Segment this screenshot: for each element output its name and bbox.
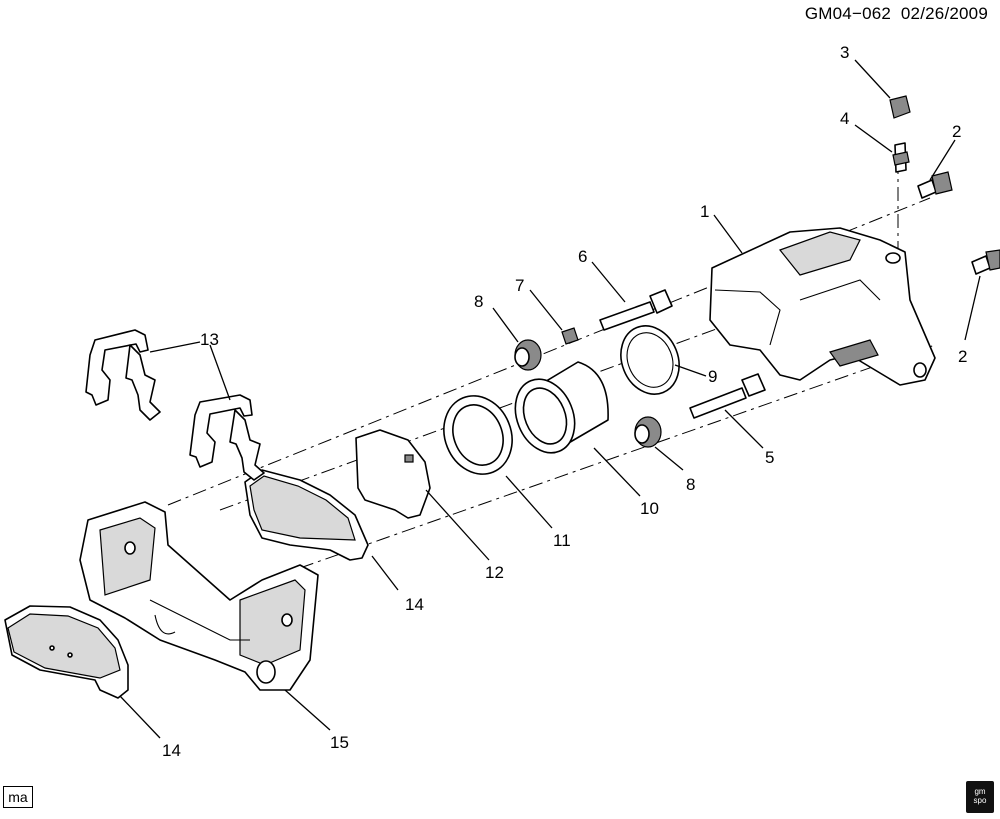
ma-badge: ma [3,786,33,808]
callout-5: 5 [765,448,774,467]
callout-2-upper: 2 [952,122,961,141]
part-boot-seal [355,429,431,519]
callout-11: 11 [553,531,571,550]
callout-15: 15 [330,733,349,752]
part-pad-clips [85,329,265,481]
callout-8-upper: 8 [474,292,483,311]
axis-lower [299,344,936,569]
callout-14-upper: 14 [405,595,424,614]
callout-10: 10 [640,499,659,518]
part-bushing [561,327,579,345]
part-pin-boot-upper [514,339,542,371]
diagram-code: GM04−062 [804,4,892,23]
leader-lines [119,59,981,739]
callout-13: 13 [200,330,219,349]
callout-9: 9 [708,367,717,386]
part-piston [514,361,609,454]
part-bleeder-valve [892,142,910,173]
diagram-date: 02/26/2009 [900,4,988,23]
callout-14-lower: 14 [162,741,181,760]
part-guide-pin-upper [599,289,673,331]
part-bolt-lower [971,249,1000,275]
callout-labels: 1 2 2 3 4 5 6 7 8 8 9 10 11 12 13 14 14 … [162,43,967,760]
gm-spo-logo: gm spo [966,781,994,813]
part-seal-ring [620,325,680,395]
part-brake-pad-outer [4,605,129,699]
part-bleeder-cap [889,95,911,119]
part-caliper-bracket [79,501,319,691]
gm-spo-line1: gm [974,787,986,796]
part-brake-pad-inner [244,469,369,561]
callout-2-lower: 2 [958,347,967,366]
callout-1: 1 [700,202,709,221]
gm-spo-line2: spo [973,796,987,805]
part-piston-seal [443,395,513,475]
part-guide-pin-lower [689,373,766,419]
part-pin-boot-lower [634,416,662,448]
callout-3: 3 [840,43,849,62]
callout-7: 7 [515,276,524,295]
part-caliper-housing [709,227,936,386]
callout-12: 12 [485,563,504,582]
diagram-header: GM04−062 02/26/2009 [805,4,988,24]
callout-8-lower: 8 [686,475,695,494]
callout-4: 4 [840,109,849,128]
callout-6: 6 [578,247,587,266]
part-bolt-upper [917,171,953,199]
